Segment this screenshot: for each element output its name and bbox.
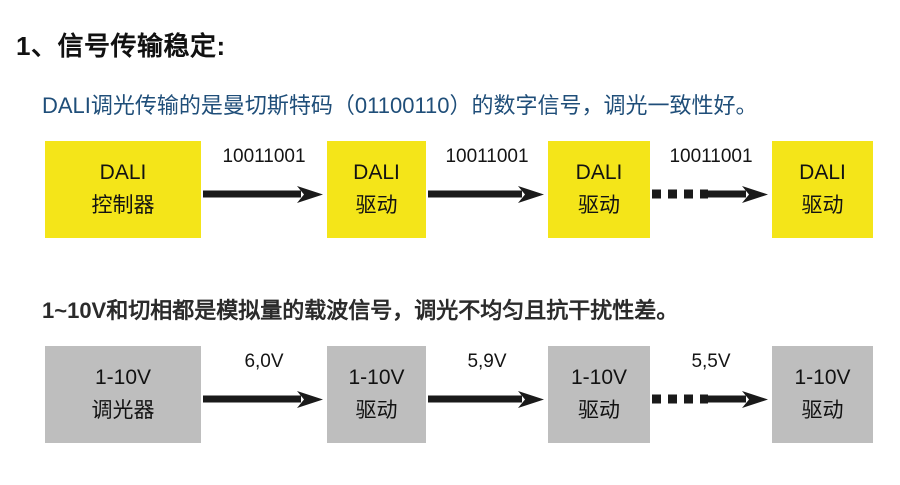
dali-statement-text: DALI调光传输的是曼切斯特码（01100110）的数字信号，调光一致性好。 xyxy=(42,93,758,118)
dali-node-controller-line1: DALI xyxy=(99,160,147,184)
dali-node-driver-1-line2: 驱动 xyxy=(355,193,398,217)
dali-connector-1-label: 10011001 xyxy=(222,146,306,167)
dali-node-driver-1-line1: DALI xyxy=(353,160,400,184)
analog-flow-diagram: 1-10V 调光器 6,0V 1-10V 驱动 5,9V xyxy=(0,346,900,446)
analog-node-driver-2: 1-10V 驱动 xyxy=(548,346,650,443)
analog-node-dimmer-line1: 1-10V xyxy=(94,365,152,389)
dali-connector-1: 10011001 xyxy=(201,141,327,238)
dali-connector-3: 10011001 xyxy=(650,141,772,238)
analog-node-dimmer: 1-10V 调光器 xyxy=(45,346,201,443)
analog-node-driver-3-line2: 驱动 xyxy=(801,398,844,422)
analog-arrow-2 xyxy=(426,390,548,408)
dali-arrow-2 xyxy=(426,185,548,203)
dali-node-driver-3-line1: DALI xyxy=(799,160,846,184)
dali-node-driver-1: DALI 驱动 xyxy=(327,141,426,238)
dali-node-driver-2-line1: DALI xyxy=(575,160,623,184)
dali-connector-2: 10011001 xyxy=(426,141,548,238)
dali-node-controller: DALI 控制器 xyxy=(45,141,201,238)
analog-node-dimmer-line2: 调光器 xyxy=(91,398,155,422)
slide-heading: 1、信号传输稳定: xyxy=(16,31,226,61)
analog-arrow-3-dashed xyxy=(650,390,772,408)
dali-connector-3-label: 10011001 xyxy=(669,146,753,167)
dali-node-driver-2: DALI 驱动 xyxy=(548,141,650,238)
analog-connector-2: 5,9V xyxy=(426,346,548,443)
analog-node-driver-3: 1-10V 驱动 xyxy=(772,346,873,443)
analog-node-driver-3-line1: 1-10V xyxy=(794,365,851,389)
analog-node-driver-1: 1-10V 驱动 xyxy=(327,346,426,443)
analog-arrow-1 xyxy=(201,390,327,408)
dali-arrow-3-dashed xyxy=(650,185,772,203)
analog-node-driver-2-line2: 驱动 xyxy=(578,398,620,422)
analog-connector-1: 6,0V xyxy=(201,346,327,443)
dali-node-controller-line2: 控制器 xyxy=(91,193,155,217)
dali-flow-diagram: DALI 控制器 10011001 DALI 驱动 10011001 xyxy=(0,141,900,241)
dali-connector-2-label: 10011001 xyxy=(445,146,529,167)
analog-statement-text: 1~10V和切相都是模拟量的载波信号，调光不均匀且抗干扰性差。 xyxy=(42,298,679,323)
analog-connector-3: 5,5V xyxy=(650,346,772,443)
analog-connector-3-label: 5,5V xyxy=(691,351,731,372)
analog-connector-1-label: 6,0V xyxy=(244,351,284,372)
analog-node-driver-1-line2: 驱动 xyxy=(355,398,398,422)
dali-node-driver-2-line2: 驱动 xyxy=(578,193,620,217)
dali-node-driver-3-line2: 驱动 xyxy=(801,193,844,217)
dali-node-driver-3: DALI 驱动 xyxy=(772,141,873,238)
analog-node-driver-2-line1: 1-10V xyxy=(570,365,628,389)
analog-connector-2-label: 5,9V xyxy=(467,351,507,372)
dali-arrow-1 xyxy=(201,185,327,203)
analog-node-driver-1-line1: 1-10V xyxy=(348,365,405,389)
